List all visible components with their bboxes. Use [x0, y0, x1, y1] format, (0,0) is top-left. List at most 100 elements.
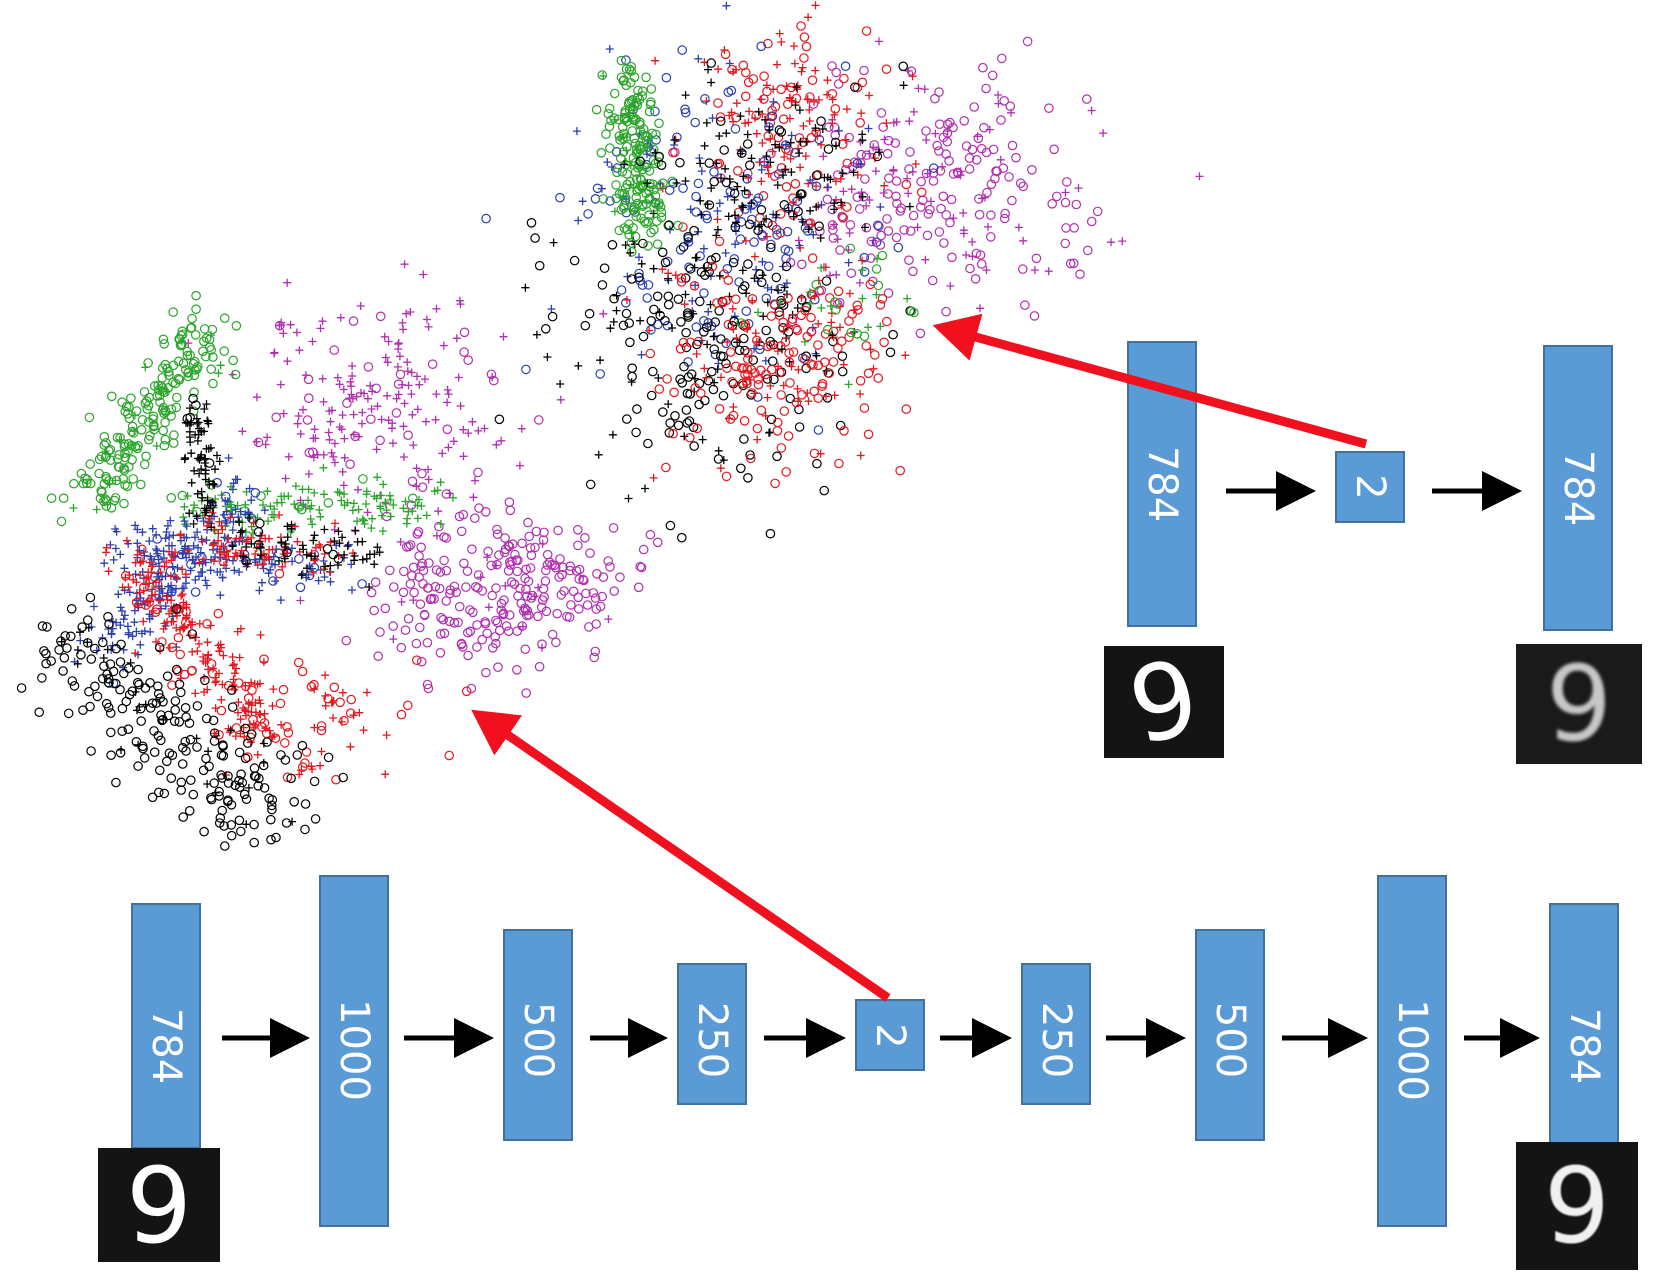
deep-embedding-point: [340, 434, 349, 443]
shallow-embedding-point: [812, 458, 822, 469]
deep-embedding-point: [188, 555, 197, 564]
shallow-embedding-point: [814, 319, 823, 328]
deep-embedding-point: [156, 596, 164, 605]
shallow-embedding-point: [1047, 199, 1057, 209]
shallow-embedding-point: [749, 237, 759, 247]
shallow-embedding-point: [732, 99, 741, 108]
deep-embedding-point: [117, 746, 125, 754]
deep-embedding-point: [153, 681, 163, 691]
deep-embedding-point: [119, 463, 129, 473]
shallow-embedding-point: [662, 374, 672, 384]
deep-embedding-point: [533, 611, 543, 622]
shallow-embedding-point: [812, 203, 821, 211]
shallow-embedding-point: [785, 114, 794, 123]
deep-embedding-point: [117, 703, 128, 714]
shallow-embedding-point: [1014, 223, 1023, 232]
shallow-embedding-point: [856, 390, 865, 398]
deep-embedding-point: [143, 358, 153, 368]
deep-embedding-point: [552, 608, 562, 619]
deep-embedding-point: [418, 578, 428, 589]
deep-embedding-point: [180, 623, 189, 632]
deep-embedding-point: [136, 479, 146, 490]
shallow-embedding-point: [938, 191, 949, 202]
deep-embedding-point: [538, 643, 546, 652]
shallow-embedding-point: [1052, 191, 1062, 202]
deep-embedding-point: [183, 371, 193, 382]
shallow-embedding-point: [842, 158, 852, 169]
shallow-embedding-point: [717, 373, 725, 382]
deep-embedding-point: [206, 621, 215, 630]
shallow-embedding-point: [905, 202, 914, 211]
deep-embedding-point: [310, 531, 319, 540]
shallow-embedding-point: [727, 108, 736, 117]
shallow-embedding-point: [793, 384, 802, 393]
deep-layer-6-label: 250: [1033, 1002, 1079, 1078]
deep-embedding-point: [265, 726, 274, 735]
deep-embedding-point: [407, 493, 418, 504]
deep-embedding-point: [638, 544, 649, 555]
shallow-embedding-point: [859, 65, 869, 76]
shallow-embedding-point: [802, 226, 813, 236]
shallow-embedding-point: [665, 520, 676, 531]
deep-embedding-point: [445, 489, 454, 498]
shallow-embedding-point: [751, 329, 760, 338]
shallow-embedding-point: [723, 338, 732, 346]
deep-embedding-point: [389, 635, 398, 644]
shallow-embedding-point: [635, 253, 643, 262]
deep-embedding-point: [259, 654, 269, 664]
deep-embedding-point: [136, 424, 147, 435]
deep-embedding-point: [309, 434, 318, 443]
shallow-embedding-point: [876, 322, 885, 331]
shallow-embedding-point: [811, 124, 820, 133]
deep-embedding-point: [228, 355, 238, 366]
shallow-embedding-point: [668, 147, 678, 158]
deep-embedding-point: [199, 324, 210, 334]
shallow-embedding-point: [959, 229, 968, 238]
deep-embedding-point: [145, 537, 154, 546]
deep-embedding-point: [403, 367, 412, 376]
deep-embedding-point: [335, 380, 344, 389]
shallow-embedding-point: [806, 288, 815, 297]
shallow-embedding-point: [615, 135, 625, 145]
deep-embedding-point: [523, 576, 534, 587]
shallow-embedding-point: [753, 435, 762, 444]
deep-embedding-point: [193, 489, 202, 498]
deep-embedding-point: [462, 566, 473, 576]
deep-embedding-point: [308, 765, 317, 774]
deep-embedding-point: [287, 524, 296, 533]
shallow-embedding-point: [921, 255, 930, 264]
deep-embedding-point: [241, 556, 251, 566]
shallow-embedding-point: [592, 183, 603, 194]
shallow-embedding-point: [622, 133, 631, 141]
shallow-embedding-point: [772, 230, 782, 240]
deep-embedding-point: [221, 516, 230, 525]
shallow-embedding-point: [532, 330, 541, 339]
shallow-embedding-point: [875, 299, 886, 310]
shallow-embedding-point: [835, 245, 845, 255]
deep-embedding-point: [541, 606, 552, 617]
deep-embedding-point: [105, 444, 116, 455]
shallow-embedding-point: [625, 176, 635, 187]
deep-embedding-point: [145, 430, 155, 441]
deep-embedding-point: [186, 323, 196, 333]
deep-embedding-point: [279, 738, 290, 748]
deep-embedding-point: [409, 441, 418, 450]
deep-embedding-point: [198, 493, 207, 502]
shallow-embedding-point: [852, 158, 863, 169]
deep-embedding-point: [274, 568, 285, 579]
shallow-embedding-point: [1011, 152, 1021, 163]
shallow-embedding-point: [799, 122, 808, 130]
shallow-embedding-point: [743, 369, 753, 380]
deep-embedding-point: [592, 568, 602, 579]
shallow-embedding-point: [627, 229, 636, 238]
deep-embedding-point: [443, 398, 452, 407]
shallow-layer-output: 784: [1543, 345, 1613, 631]
shallow-embedding-point: [654, 118, 664, 129]
shallow-embedding-point: [797, 293, 806, 302]
shallow-embedding-point: [753, 193, 764, 203]
shallow-embedding-point: [624, 219, 634, 229]
deep-embedding-point: [388, 582, 399, 592]
deep-embedding-point: [491, 583, 501, 593]
deep-embedding-point: [240, 753, 251, 764]
shallow-embedding-point: [789, 212, 798, 221]
